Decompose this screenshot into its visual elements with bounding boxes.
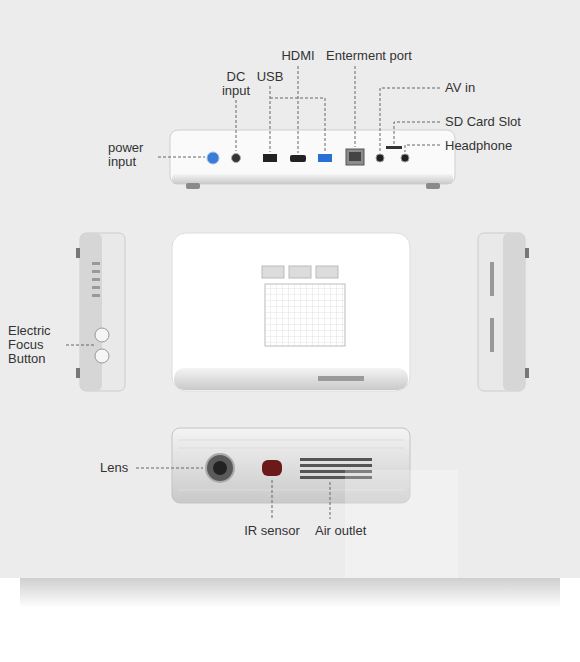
part-label: Enterment port [326, 49, 430, 63]
part-label: Electric Focus Button [8, 324, 64, 366]
left-side-view [76, 233, 125, 391]
background [0, 0, 580, 578]
shadow [20, 578, 560, 608]
leader-lines [136, 468, 330, 519]
part-label: power input [108, 141, 154, 169]
rear-panel-view [170, 130, 455, 189]
part-label: SD Card Slot [445, 115, 550, 129]
part-label: HDMI [276, 49, 320, 63]
part-label: USB [251, 70, 289, 84]
part-label: Lens [100, 461, 134, 475]
part-label: Air outlet [315, 524, 395, 538]
top-view [172, 233, 410, 391]
right-side-view [478, 233, 529, 391]
leader-line [66, 345, 94, 346]
part-label: AV in [445, 81, 525, 95]
part-label: DC input [216, 70, 256, 98]
leader-lines [158, 66, 440, 157]
part-label: IR sensor [234, 524, 310, 538]
part-label: Headphone [445, 139, 540, 153]
